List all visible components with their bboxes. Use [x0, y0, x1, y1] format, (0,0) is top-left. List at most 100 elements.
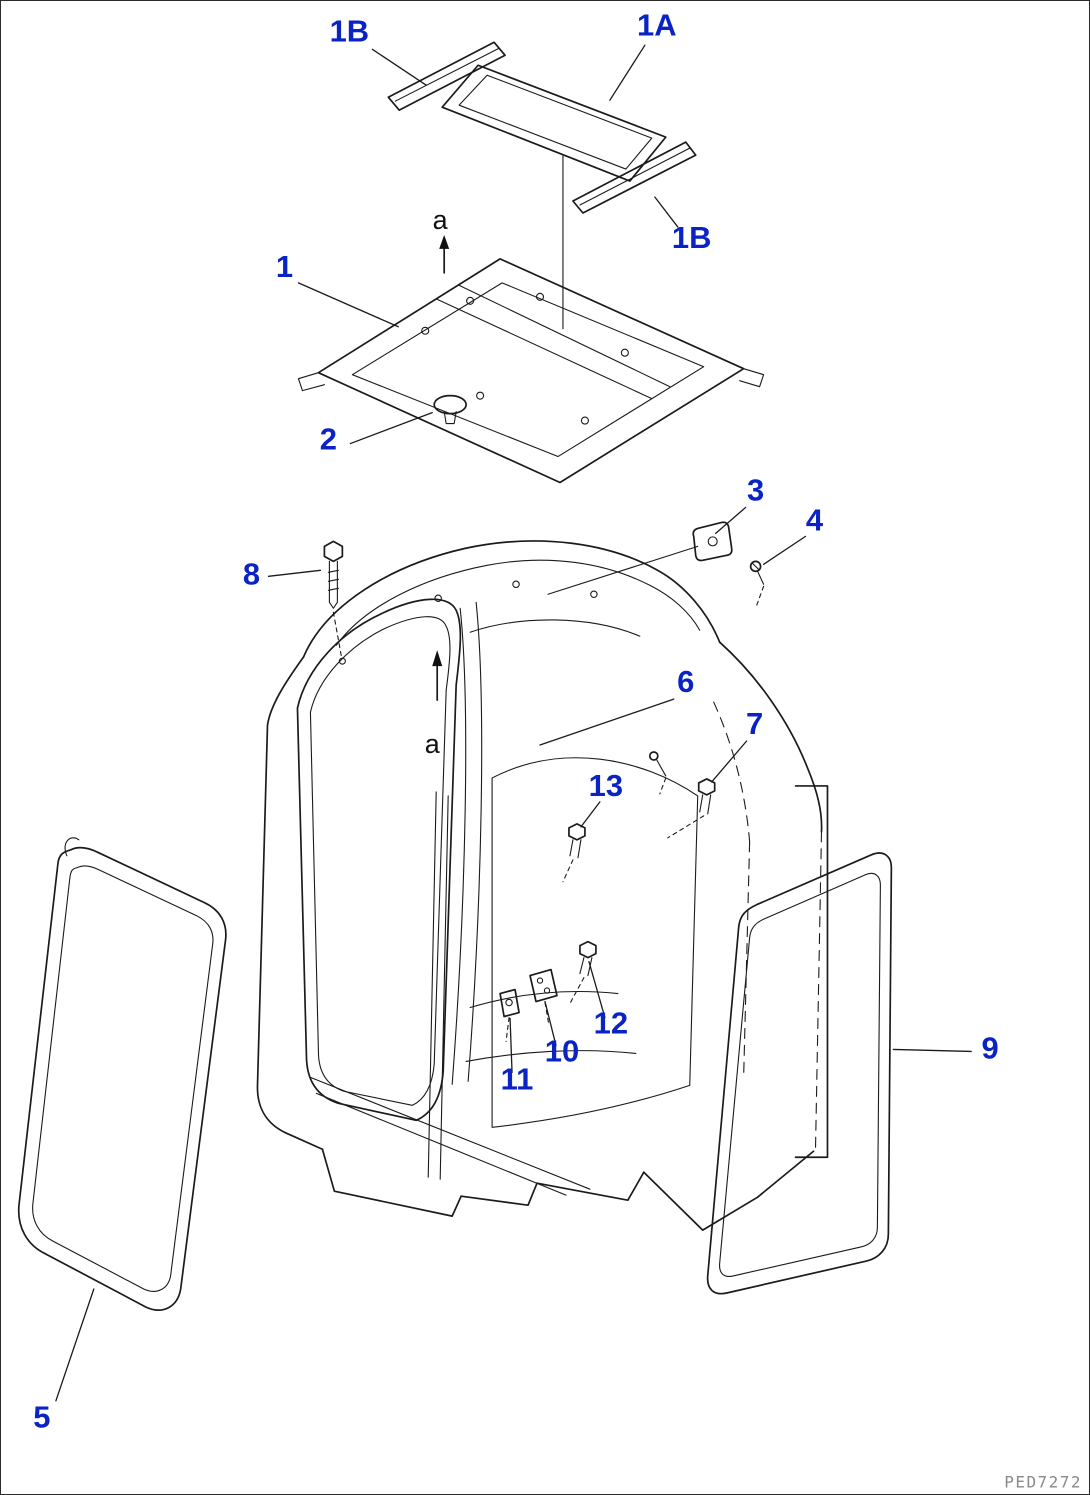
- front-pillar-line-1: [451, 607, 467, 1085]
- leader-line: [544, 1000, 557, 1047]
- part-label-1: 1: [276, 249, 293, 284]
- rear-quarter-hidden-1: [713, 701, 751, 843]
- part-label-13: 13: [589, 768, 623, 803]
- drawing-code: PED7272: [1004, 1473, 1082, 1492]
- roof-frame-member-2: [457, 284, 671, 388]
- leader-line: [349, 411, 433, 445]
- frame-hole: [466, 296, 475, 305]
- leader-line: [371, 48, 427, 86]
- leader-line: [892, 1048, 972, 1053]
- screw-4-shaft: [757, 570, 765, 585]
- roof-strip-1b-lower-edge: [579, 147, 691, 206]
- window-seal-5-hook: [64, 837, 80, 857]
- cab-bottom-edge-1: [321, 1148, 463, 1217]
- roof-panel-1a: [441, 64, 667, 182]
- frame-hole: [535, 292, 545, 301]
- clip-3: [692, 521, 733, 562]
- leader-line: [654, 196, 679, 228]
- part-label-10: 10: [545, 1033, 579, 1068]
- roof-frame-tab-right: [739, 368, 765, 388]
- front-window-glass-line: [309, 616, 451, 1106]
- part-label-1b-top: 1B: [330, 13, 370, 48]
- frame-hole: [580, 416, 589, 425]
- part-label-12: 12: [594, 1005, 628, 1040]
- window-seal-5-outer: [17, 846, 227, 1311]
- mount-shelf-line-2: [465, 1050, 637, 1062]
- part-label-3: 3: [747, 472, 764, 507]
- bolt-8-head: [323, 540, 344, 563]
- stud-6-head: [648, 751, 659, 761]
- leader-line: [55, 1288, 95, 1402]
- cab-rear-pillar: [794, 785, 829, 1159]
- roof-strip-1b-upper: [387, 41, 506, 112]
- cab-left-edge: [256, 656, 324, 1151]
- leader-line: [762, 535, 807, 565]
- context-line-clip3: [547, 545, 699, 595]
- window-seal-5-inner: [32, 865, 214, 1292]
- part-label-5: 5: [33, 1400, 50, 1435]
- roof-frame-outer: [317, 258, 745, 484]
- window-glass-9-outer: [706, 852, 893, 1295]
- line-art: [17, 41, 893, 1311]
- part-label-9: 9: [982, 1030, 999, 1065]
- plug-body: [443, 411, 457, 425]
- bolt-7-shaft: [699, 794, 712, 815]
- part-label-11: 11: [501, 1061, 534, 1096]
- frame-hole: [421, 326, 430, 335]
- cab-bottom-edge-4: [642, 1150, 815, 1231]
- side-window-frame: [491, 757, 699, 1128]
- front-window-frame: [296, 598, 462, 1122]
- stud-6-shaft: [656, 759, 667, 777]
- cab-roof-outline: [302, 540, 721, 659]
- part-label-4: 4: [806, 502, 824, 537]
- section-marker-a-mid: a: [425, 729, 440, 759]
- section-marker-a-top: a: [433, 205, 448, 235]
- leader-line: [711, 740, 748, 783]
- bolt-13-head: [568, 823, 586, 841]
- roof-strip-1b-lower: [572, 141, 697, 214]
- cab-right-edge-hidden: [814, 831, 823, 1150]
- part-label-1a: 1A: [637, 7, 677, 42]
- roof-side-line: [469, 619, 641, 637]
- plate-11-projection: [505, 1016, 510, 1043]
- part-label-1b-right: 1B: [672, 220, 712, 255]
- plate-11: [499, 988, 520, 1018]
- section-arrow-top: [439, 234, 450, 249]
- window-divider-1: [427, 791, 437, 1178]
- bolt-7-head: [697, 778, 716, 796]
- part-label-2: 2: [320, 422, 337, 457]
- roof-hole: [434, 594, 442, 603]
- plate-10-hole: [536, 977, 544, 984]
- frame-hole: [620, 348, 629, 357]
- cab-bottom-edge-3: [536, 1171, 645, 1202]
- bolt-13-shaft: [569, 839, 582, 859]
- leader-line: [509, 1017, 513, 1074]
- plate-11-hole: [505, 998, 513, 1007]
- part-labels: 1B 1A 1B 1 2 3 4 8 6 7 13 12 10 11 9 5: [33, 7, 998, 1434]
- cab-right-edge: [718, 641, 823, 833]
- section-markers: a a: [425, 205, 448, 759]
- part-label-8: 8: [243, 556, 260, 591]
- clip-3-hole: [707, 536, 718, 547]
- roof-inner-line: [335, 559, 701, 646]
- leader-line: [267, 569, 322, 577]
- frame-hole: [476, 391, 485, 400]
- bolt-13-projection: [562, 859, 574, 883]
- front-pillar-line-2: [467, 601, 483, 1082]
- plug-head: [433, 394, 467, 415]
- rear-quarter-hidden-2: [743, 841, 751, 1078]
- bolt-7-projection: [667, 815, 705, 839]
- leader-line: [588, 960, 606, 1019]
- roof-panel-1a-inner: [458, 74, 653, 170]
- roof-hole: [512, 580, 520, 589]
- leader-line: [539, 698, 675, 746]
- screw-4-head: [749, 560, 762, 573]
- plate-10: [529, 968, 558, 1003]
- bolt-8-projection: [332, 611, 342, 657]
- leader-line: [609, 44, 646, 101]
- screw-4-projection: [755, 585, 765, 609]
- leader-line: [297, 282, 399, 328]
- section-arrow-mid: [432, 650, 443, 667]
